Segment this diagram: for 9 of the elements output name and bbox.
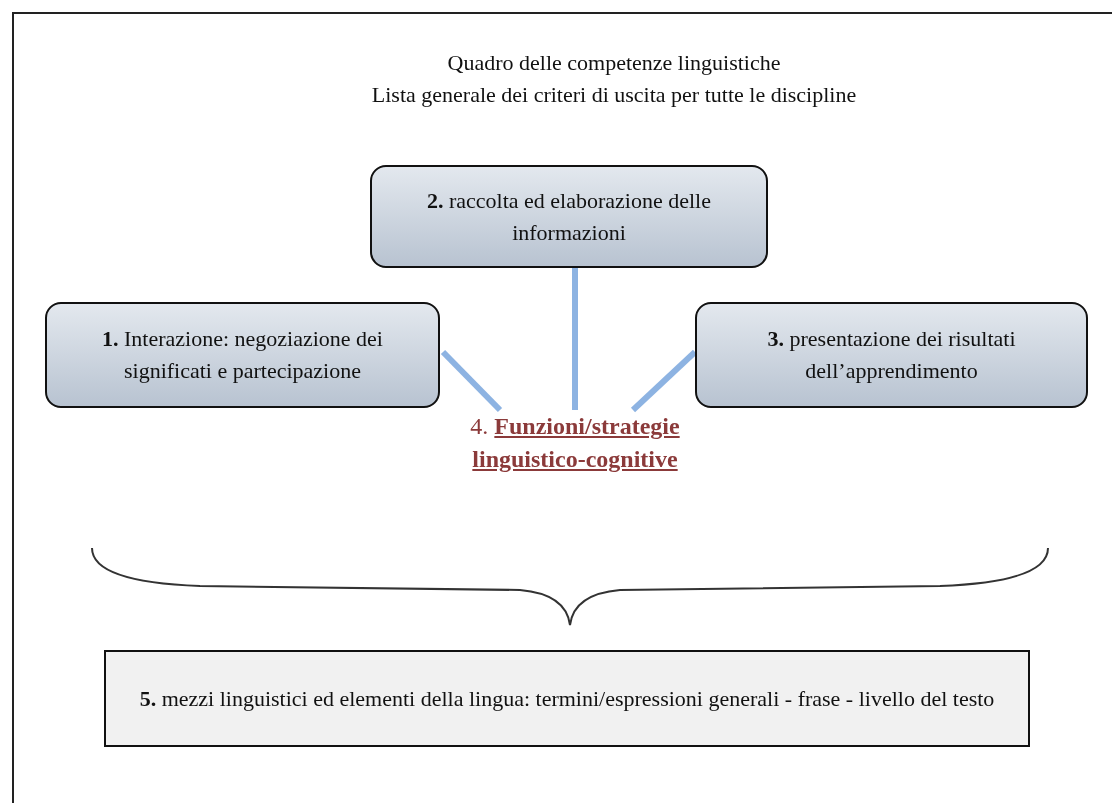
central-text: 4. Funzioni/strategie linguistico-cognitive [440, 410, 710, 535]
connector-line [440, 349, 503, 413]
diagram-title: Quadro delle competenze linguistiche [447, 50, 781, 76]
connector-line [572, 268, 578, 410]
process-box: 2. raccolta ed elaborazione delle informazioni [370, 165, 768, 268]
subtitle: Lista generale dei criteri di uscita per tutte le discipline [371, 82, 857, 108]
process-box: 1. Interazione: negoziazione dei significati e partecipazione [45, 302, 440, 408]
process-box: 5. mezzi linguistici ed elementi della lingua: termini/espressioni generali - frase - livello del testo [104, 650, 1030, 747]
process-box: 3. presentazione dei risultati dell’apprendimento [695, 302, 1088, 408]
